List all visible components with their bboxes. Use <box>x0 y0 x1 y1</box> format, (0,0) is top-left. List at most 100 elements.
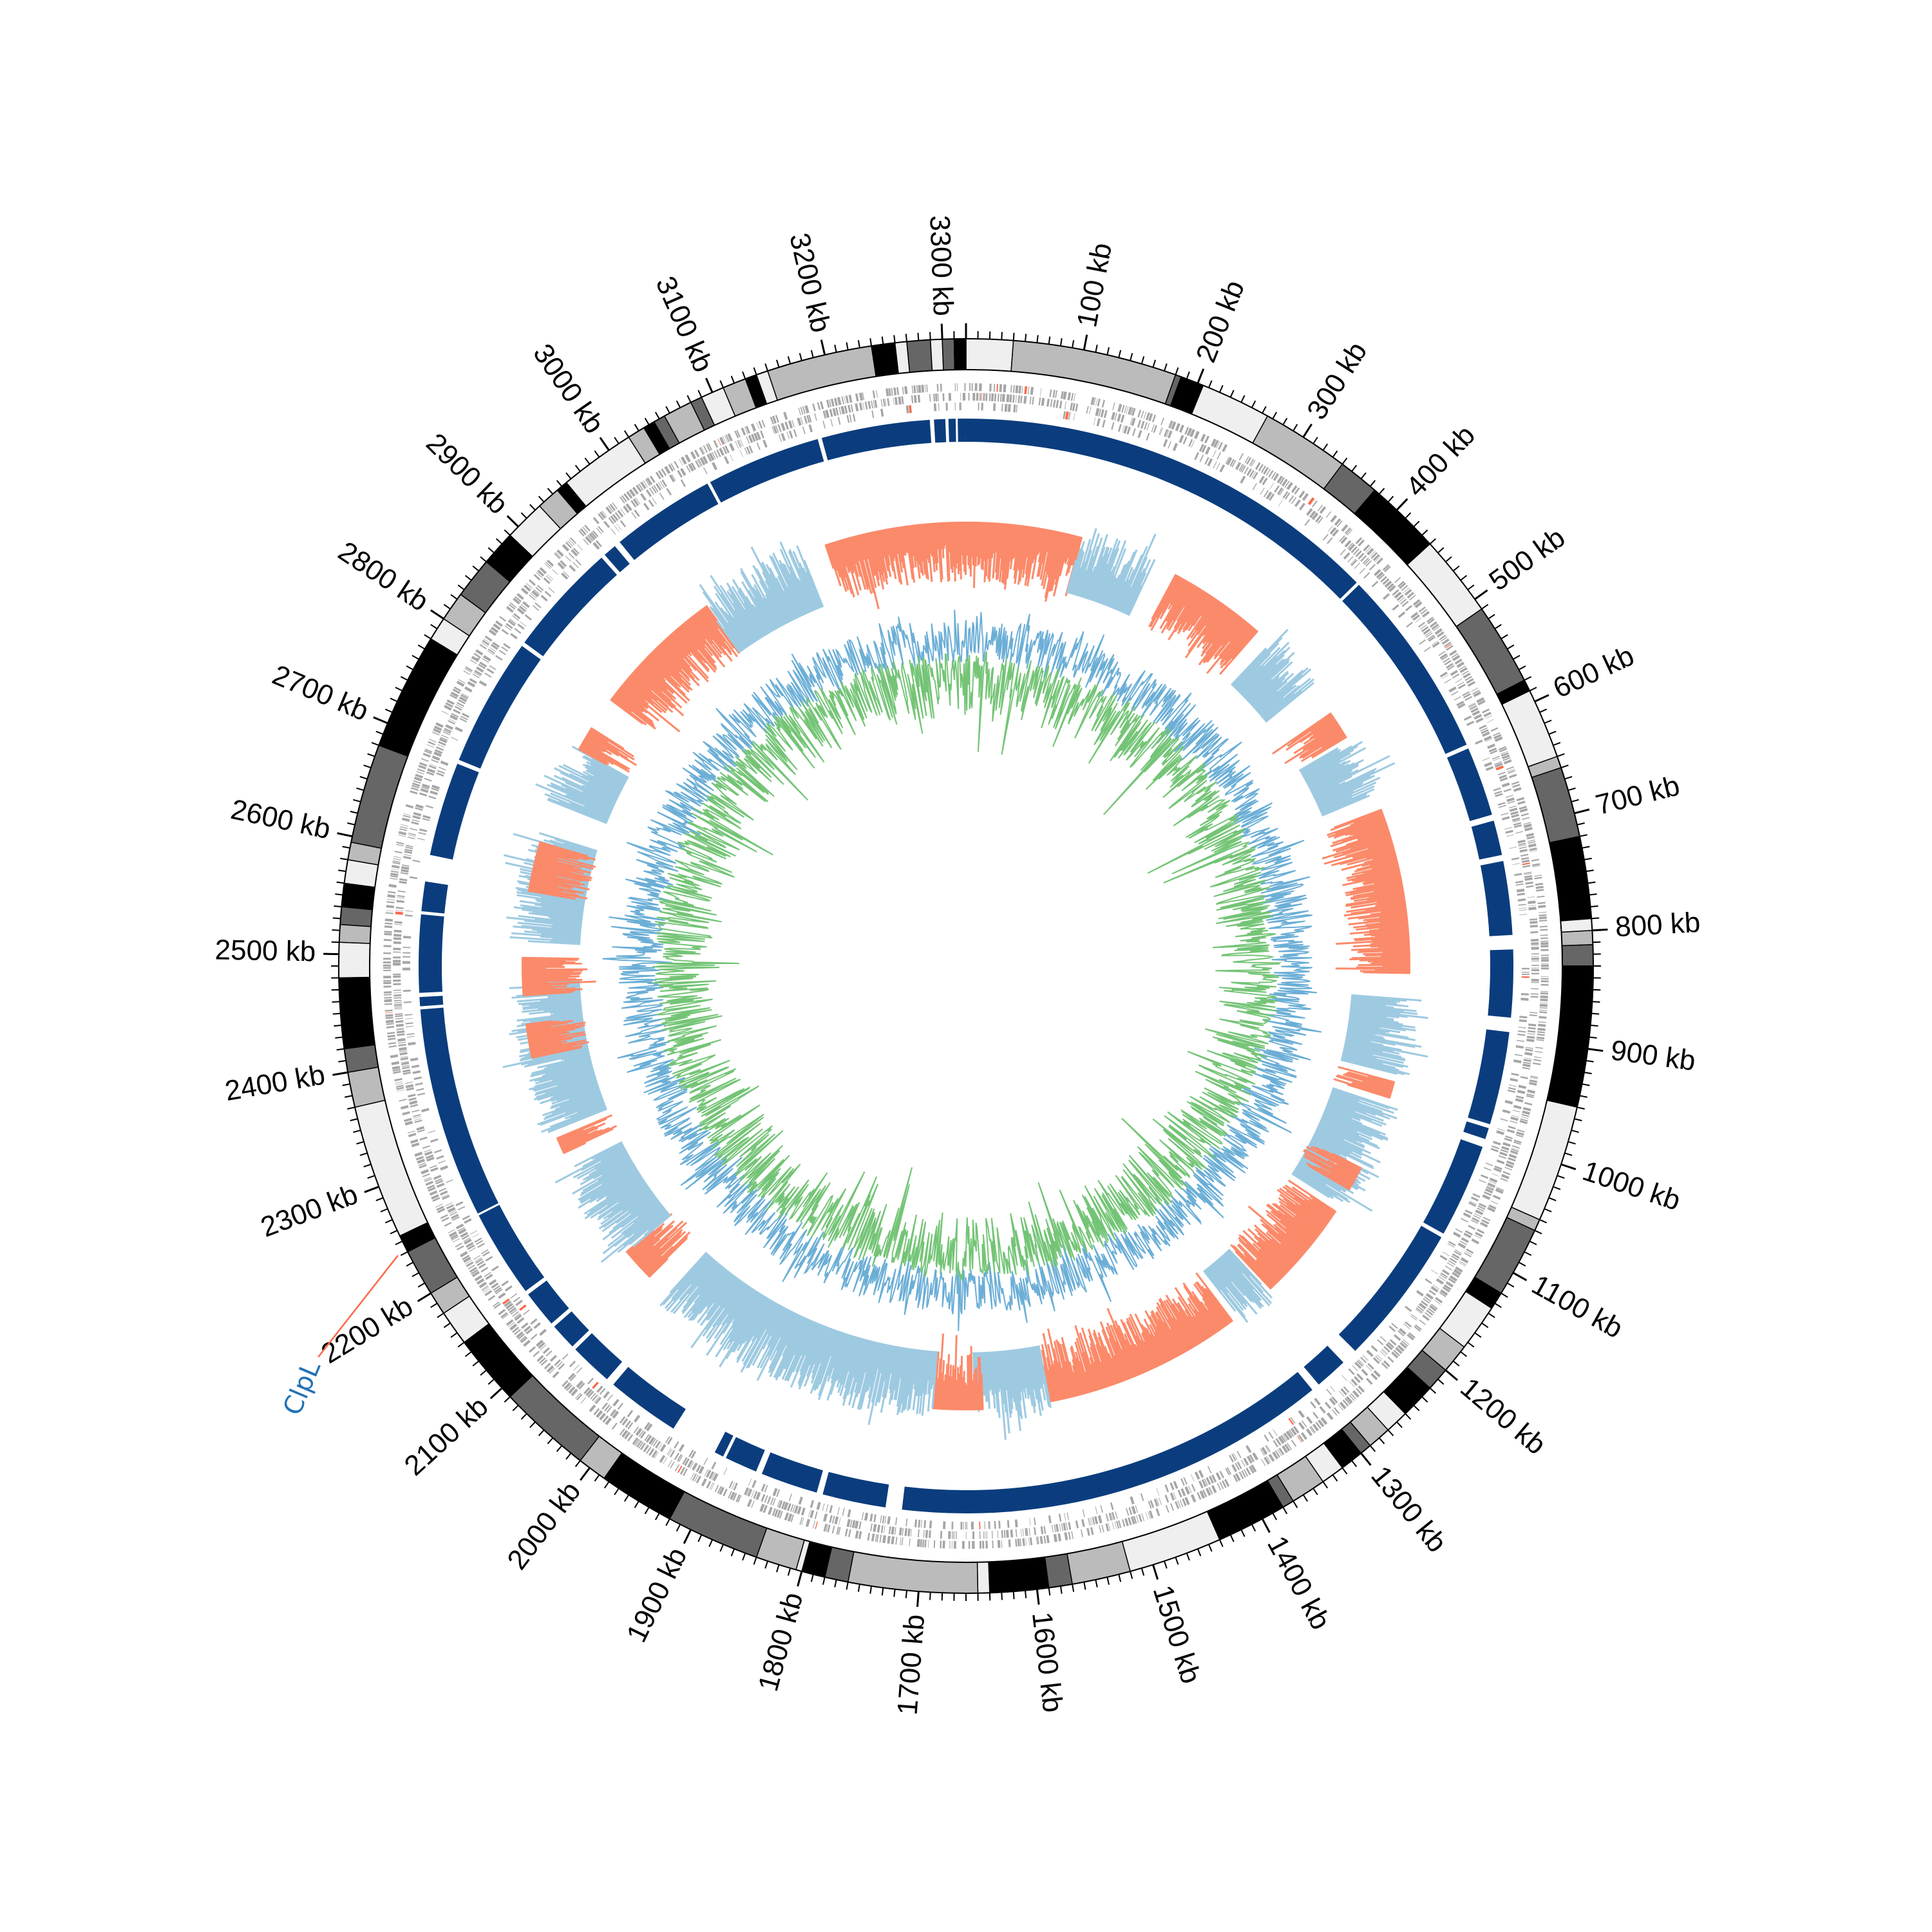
skew-bar-negative <box>553 843 596 858</box>
minor-tick <box>424 634 431 639</box>
skew-bar-negative <box>511 932 581 940</box>
skew-bar-negative <box>551 1086 600 1105</box>
gene-feature <box>1479 724 1487 730</box>
minor-tick <box>472 1360 480 1367</box>
skew-bar-negative <box>1318 781 1377 810</box>
gene-feature <box>1265 491 1273 500</box>
gene-feature <box>402 815 411 819</box>
skew-bar-positive <box>1046 1344 1061 1401</box>
minor-tick <box>504 1396 511 1403</box>
skew-bar-negative <box>1320 796 1352 813</box>
skew-bar-positive <box>632 670 685 717</box>
skew-bar-negative <box>1218 1257 1262 1308</box>
skew-bar-positive <box>1165 1294 1198 1347</box>
gene-feature <box>730 1492 735 1500</box>
skew-bar-positive <box>587 732 620 753</box>
skew-bar-negative <box>990 1351 996 1409</box>
skew-bar-negative <box>853 1338 866 1378</box>
contig-block <box>726 1437 765 1472</box>
gene-feature <box>668 464 674 472</box>
skew-bar-positive <box>535 855 582 869</box>
skew-bar-negative <box>1021 1348 1031 1396</box>
skew-bar-positive <box>1367 915 1408 922</box>
skew-bar-negative <box>1032 1346 1042 1390</box>
skew-bar-positive <box>1363 930 1410 936</box>
skew-bar-negative <box>1088 546 1109 600</box>
skew-bar-positive <box>1347 910 1407 920</box>
band-segment <box>976 1561 990 1594</box>
minor-tick <box>1539 708 1548 713</box>
skew-bar-negative <box>1328 1099 1384 1122</box>
skew-bar-positive <box>896 527 905 569</box>
skew-bar-negative <box>544 1095 603 1119</box>
gene-feature <box>1415 1324 1422 1331</box>
skew-bar-negative <box>1007 1350 1016 1403</box>
contig-block <box>524 557 618 657</box>
gene-feature <box>1456 661 1464 668</box>
skew-bar-positive <box>578 748 607 766</box>
skew-bar-negative <box>784 1320 813 1381</box>
minor-tick <box>363 764 372 768</box>
gene-feature <box>439 1188 447 1192</box>
skew-bar-positive <box>522 972 582 975</box>
tick-label: 2800 kb <box>333 535 435 617</box>
skew-bar-negative <box>529 1063 593 1082</box>
skew-bar-positive <box>889 527 902 583</box>
skew-bar-negative <box>524 930 581 937</box>
skew-bar-negative <box>1245 658 1291 701</box>
skew-bar-negative <box>1315 775 1371 803</box>
gene-feature <box>610 1408 617 1417</box>
gene-feature <box>481 642 488 647</box>
gene-feature <box>569 564 576 572</box>
gene-feature <box>1304 518 1311 526</box>
skew-bar-positive <box>1271 1238 1298 1263</box>
gene-feature <box>1384 580 1392 588</box>
gene-feature <box>1330 515 1338 523</box>
minor-tick <box>1557 753 1565 757</box>
skew-bar-negative <box>582 1153 629 1181</box>
skew-bar-positive <box>1151 574 1177 620</box>
skew-bar-positive <box>1355 866 1400 879</box>
gene-feature <box>1434 1300 1441 1305</box>
major-tick <box>364 1186 379 1193</box>
minor-tick <box>665 406 670 414</box>
minor-tick <box>464 574 472 581</box>
gene-feature <box>1199 454 1204 462</box>
skew-bar-positive <box>868 532 880 572</box>
gene-feature <box>784 421 790 430</box>
gene-feature <box>649 475 656 484</box>
skew-bar-positive <box>858 534 875 594</box>
skew-bar-positive <box>1368 926 1409 932</box>
gene-feature <box>1401 600 1409 607</box>
skew-bar-positive <box>583 738 605 753</box>
skew-bar-negative <box>753 597 775 632</box>
skew-bar-positive <box>1061 1343 1077 1397</box>
skew-bar-negative <box>1344 1044 1402 1058</box>
gene-feature <box>678 1444 685 1452</box>
skew-bar-positive <box>1052 1348 1066 1399</box>
minor-tick <box>799 353 802 361</box>
skew-bar-negative <box>1320 1117 1359 1136</box>
skew-bar-positive <box>1357 829 1390 841</box>
gene-feature <box>431 1194 439 1200</box>
minor-tick <box>603 1481 610 1489</box>
skew-bar-positive <box>1056 1339 1072 1398</box>
skew-bar-negative <box>1209 1265 1247 1310</box>
skew-bar-positive <box>1041 530 1054 586</box>
gene-feature <box>1452 654 1461 661</box>
gene-feature <box>1479 1179 1486 1184</box>
skew-bar-positive <box>1295 1215 1321 1235</box>
gene-feature <box>502 1298 510 1305</box>
band-segment <box>668 1491 768 1558</box>
skew-bar-positive <box>1204 616 1242 663</box>
gene-feature <box>461 712 470 718</box>
skew-bar-positive <box>990 522 996 558</box>
skew-bar-positive <box>1330 826 1389 848</box>
skew-bar-negative <box>1073 538 1092 596</box>
skew-bar-negative <box>882 1345 894 1397</box>
minor-tick <box>1351 464 1358 472</box>
skew-bar-negative <box>1311 1137 1374 1170</box>
skew-bar-negative <box>1253 672 1294 710</box>
gene-feature <box>1502 1142 1511 1147</box>
gene-feature <box>1447 665 1455 670</box>
